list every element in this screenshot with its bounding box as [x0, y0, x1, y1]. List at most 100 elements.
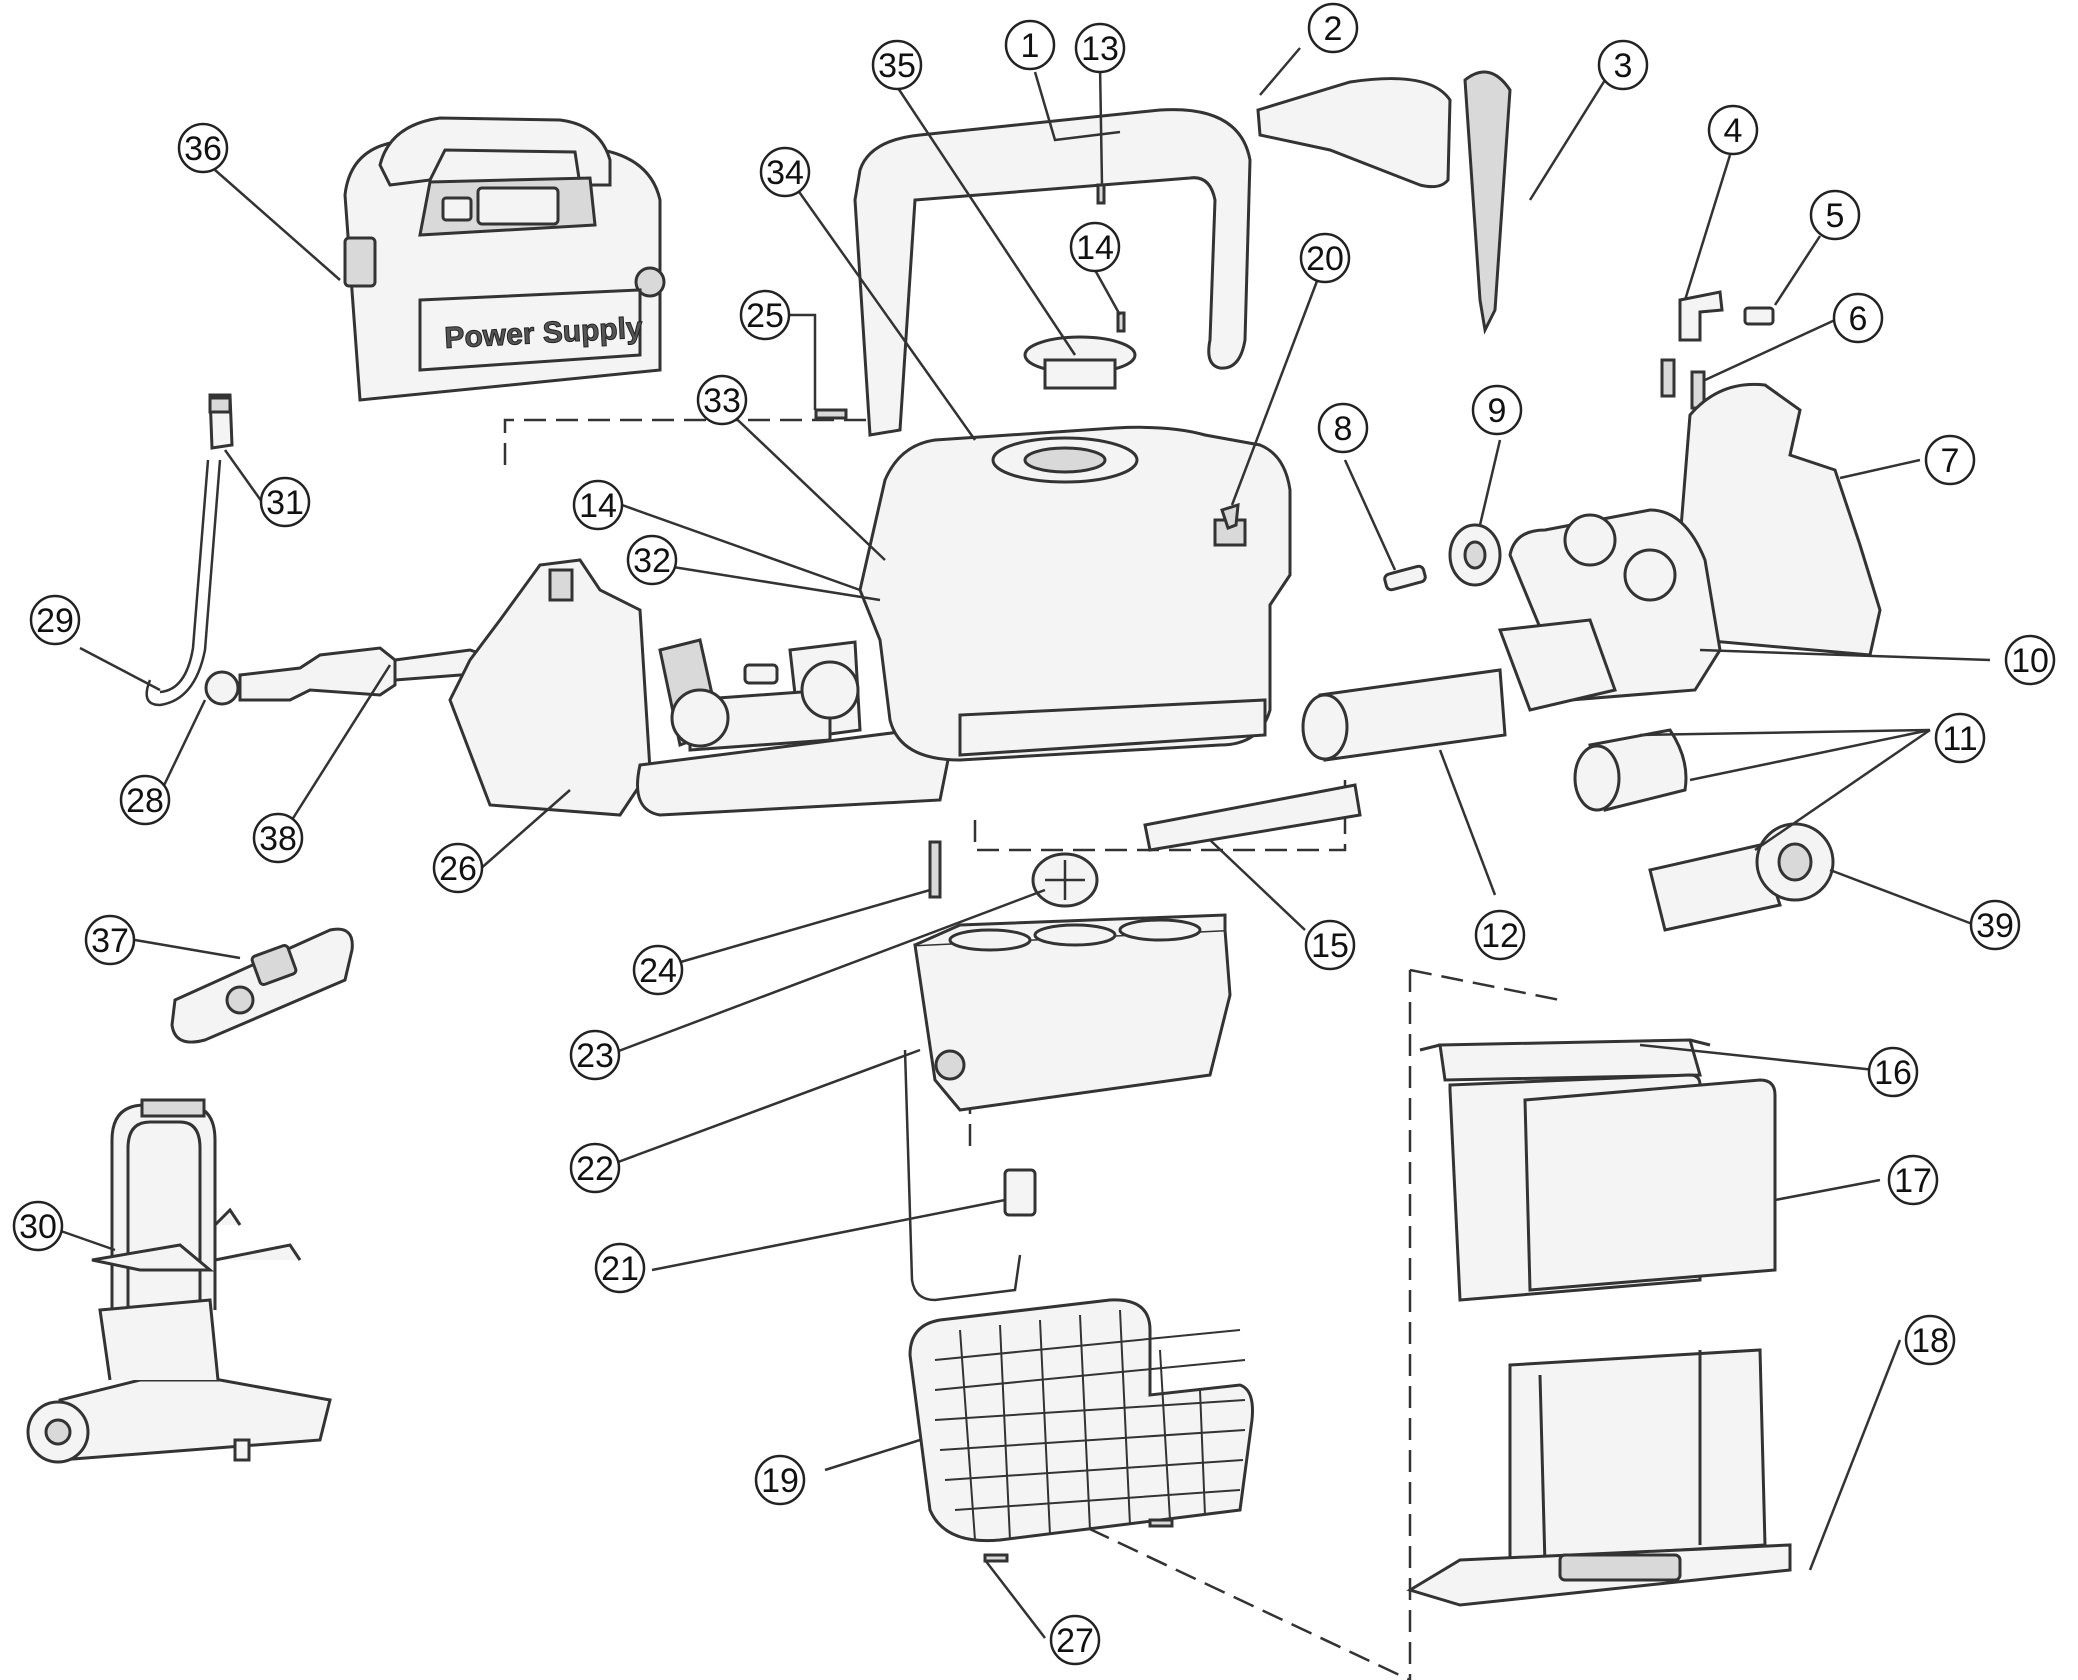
callout-number: 18: [1911, 1322, 1949, 1360]
callout-number: 12: [1481, 917, 1519, 955]
callout-circle: [1474, 909, 1526, 961]
left-track-assembly: [636, 638, 950, 817]
callout-circle: [1304, 919, 1356, 971]
callout-5: 5: [1809, 189, 1861, 241]
side-bumper: [1463, 70, 1512, 335]
callout-number: 10: [2011, 642, 2049, 680]
callout-23: 23: [569, 1029, 621, 1081]
bottom-plate: [1143, 783, 1362, 852]
callout-number: 27: [1056, 1622, 1094, 1660]
callout-circle: [432, 842, 484, 894]
small-hardware: [814, 183, 1240, 1563]
callout-circle: [1299, 232, 1351, 284]
callout-circle: [1069, 221, 1121, 273]
callout-number: 19: [761, 1462, 799, 1500]
callout-number: 1: [1021, 27, 1040, 65]
callout-15: 15: [1304, 919, 1356, 971]
callout-number: 7: [1941, 442, 1960, 480]
callout-circle: [626, 534, 678, 586]
callout-35: 35: [871, 39, 923, 91]
callout-30: 30: [12, 1200, 64, 1252]
callout-circle: [1887, 1154, 1939, 1206]
callout-34: 34: [759, 146, 811, 198]
callout-31: 31: [259, 476, 311, 528]
cable-swivel-assembly: [145, 393, 502, 707]
callout-6: 6: [1832, 292, 1884, 344]
callout-4: 4: [1707, 104, 1759, 156]
callout-circle: [754, 1454, 806, 1506]
callout-circle: [84, 914, 136, 966]
callout-13: 13: [1074, 22, 1126, 74]
callout-circle: [572, 479, 624, 531]
callout-9: 9: [1471, 384, 1523, 436]
callout-17: 17: [1887, 1154, 1939, 1206]
callout-8: 8: [1317, 402, 1369, 454]
callout-circle: [1074, 22, 1126, 74]
callout-39: 39: [1969, 899, 2021, 951]
callout-circle: [1471, 384, 1523, 436]
axle-and-pulley: [1383, 523, 1502, 592]
callout-24: 24: [632, 944, 684, 996]
callout-circle: [632, 944, 684, 996]
callout-1: 1: [1004, 19, 1056, 71]
callout-36: 36: [177, 122, 229, 174]
callout-circle: [119, 774, 171, 826]
callout-circle: [1969, 899, 2021, 951]
callout-circle: [1307, 2, 1359, 54]
callout-circle: [1004, 19, 1056, 71]
callout-number: 30: [19, 1208, 57, 1246]
callout-37: 37: [84, 914, 136, 966]
callout-number: 20: [1306, 240, 1344, 278]
handle: [853, 108, 1252, 437]
callout-number: 16: [1874, 1054, 1912, 1092]
callout-10: 10: [2004, 634, 2056, 686]
callout-circle: [1707, 104, 1759, 156]
callout-circle: [1904, 1314, 1956, 1366]
callout-number: 5: [1826, 197, 1845, 235]
callout-circle: [252, 812, 304, 864]
callout-number: 25: [746, 297, 784, 335]
filter-basket: [908, 1298, 1254, 1543]
callout-circle: [1809, 189, 1861, 241]
callout-number: 15: [1311, 927, 1349, 965]
callout-number: 32: [633, 542, 671, 580]
callout-3: 3: [1597, 39, 1649, 91]
callout-number: 24: [639, 952, 677, 990]
right-side-plate: [1678, 382, 1882, 657]
callout-circle: [1317, 402, 1369, 454]
callout-19: 19: [754, 1454, 806, 1506]
caddy-trolley: [26, 1098, 332, 1464]
callout-circle: [696, 374, 748, 426]
callout-28: 28: [119, 774, 171, 826]
callout-number: 38: [259, 820, 297, 858]
callout-number: 22: [576, 1150, 614, 1188]
callout-7: 7: [1924, 434, 1976, 486]
callout-circle: [594, 1242, 646, 1294]
callout-32: 32: [626, 534, 678, 586]
callout-number: 21: [601, 1250, 639, 1288]
callout-circle: [759, 146, 811, 198]
callout-20: 20: [1299, 232, 1351, 284]
callout-21: 21: [594, 1242, 646, 1294]
callout-circle: [177, 122, 229, 174]
callout-circle: [739, 289, 791, 341]
callout-14: 14: [1069, 221, 1121, 273]
callout-11: 11: [1934, 712, 1986, 764]
callout-number: 28: [126, 782, 164, 820]
callout-14: 14: [572, 479, 624, 531]
valve-and-tube: [903, 1049, 1037, 1302]
left-side-plate: [448, 558, 652, 817]
callout-circle: [569, 1029, 621, 1081]
power-supply-unit: Power Supply: [343, 116, 666, 402]
callout-27: 27: [1049, 1614, 1101, 1666]
callout-circle: [1924, 434, 1976, 486]
right-track-assembly: [1301, 508, 1722, 762]
filter-tank: [913, 913, 1232, 1112]
callout-38: 38: [252, 812, 304, 864]
callout-number: 14: [1076, 229, 1114, 267]
callout-number: 17: [1894, 1162, 1932, 1200]
impeller: [928, 840, 1099, 908]
callout-25: 25: [739, 289, 791, 341]
callout-26: 26: [432, 842, 484, 894]
